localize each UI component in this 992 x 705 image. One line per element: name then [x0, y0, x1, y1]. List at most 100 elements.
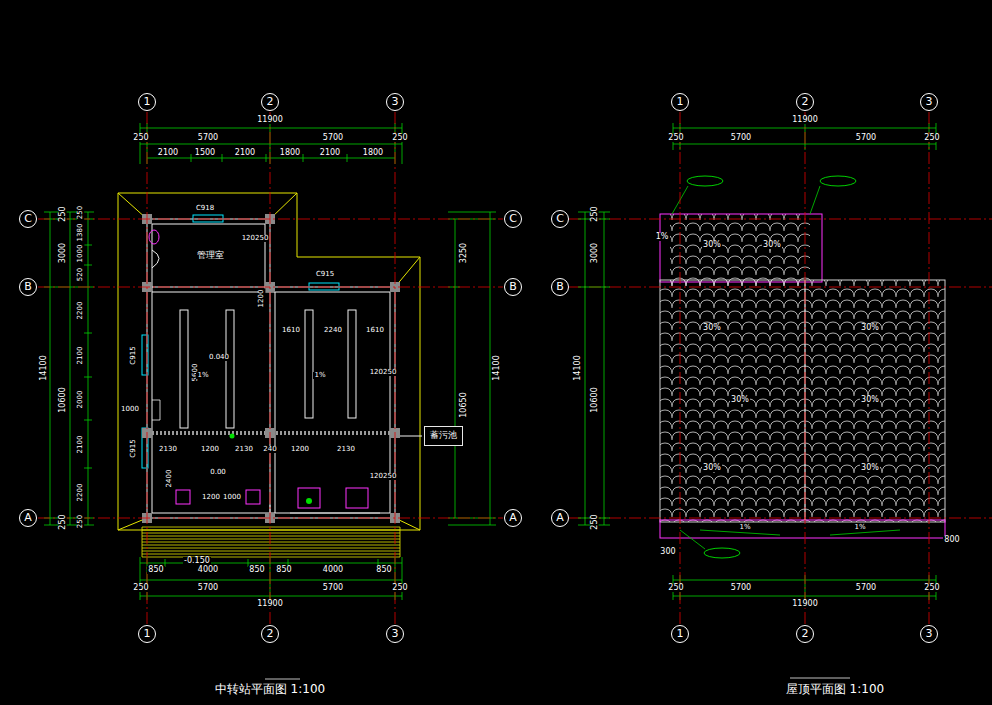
node-text: C [24, 213, 32, 225]
dimension-label: 30% [762, 241, 782, 249]
dimension-label: 1200 [201, 494, 221, 501]
dimension-label: 2100 [77, 434, 84, 454]
dimension-label: 30% [702, 464, 722, 472]
dimension-label: C915 [130, 345, 137, 365]
axis-grid-line [38, 287, 503, 288]
node-text: A [556, 512, 564, 524]
grid-axis-bubble: C [19, 210, 37, 228]
upper-roof-edge [660, 214, 822, 282]
node-text: 蓄污池 [430, 431, 457, 441]
dimension-label: 240 [262, 446, 277, 453]
dimension-label: 30% [860, 396, 880, 404]
dimension-label: C915 [130, 438, 137, 458]
dimension-label: 2200 [77, 300, 84, 320]
drain-dot [230, 434, 235, 439]
dimension-label: 2100 [157, 149, 179, 157]
dimension-label: 3000 [591, 242, 599, 264]
entrance-steps [142, 527, 400, 557]
dimension-label: 2200 [77, 482, 84, 502]
dimension-label: 1380 [77, 222, 84, 242]
dimension-label: 1800 [279, 149, 301, 157]
dimension-label: 1200 [290, 446, 310, 453]
dimension-label: 14100 [574, 354, 582, 381]
dimension-label: 850 [248, 566, 265, 574]
grid-axis-bubble: B [504, 278, 522, 296]
urinal-partition [305, 310, 313, 418]
eave-outline [118, 193, 420, 530]
dimension-label: 1610 [281, 327, 301, 334]
node-text: B [509, 281, 517, 293]
main-roof [660, 280, 945, 522]
eave-hip-lines [118, 193, 420, 530]
leader-lines [672, 186, 900, 549]
drawing-caption: 中转站平面图 1:100 [214, 683, 326, 695]
grid-axis-bubble: 1 [138, 93, 156, 111]
caption-underline [265, 678, 850, 679]
node-text: C [509, 213, 517, 225]
node-text: 3 [926, 628, 933, 640]
dimension-label: 1% [738, 524, 751, 531]
dimension-label: 5700 [855, 134, 877, 142]
dimension-label: 30% [730, 396, 750, 404]
dimension-label: 30% [860, 464, 880, 472]
dimension-label: 1000 [120, 406, 140, 413]
dimension-label: 11900 [791, 600, 818, 608]
dimension-label: 1610 [365, 327, 385, 334]
node-text: A [509, 512, 517, 524]
dimension-label: 250 [667, 134, 684, 142]
node-text: A [24, 512, 32, 524]
dimension-label: 30% [860, 324, 880, 332]
drain-dot [306, 498, 312, 504]
dimension-label: 5700 [730, 134, 752, 142]
node-text: C [556, 213, 564, 225]
dimension-label: 14100 [40, 354, 48, 381]
dimension-label: 250 [391, 584, 408, 592]
node-text: 1 [677, 628, 684, 640]
dimension-label: 1800 [362, 149, 384, 157]
dimension-label: 5700 [322, 584, 344, 592]
dimension-label: 250 [391, 134, 408, 142]
dimension-label: 250 [59, 513, 67, 530]
urinal-partition [226, 310, 234, 428]
dimension-label: 250 [59, 205, 67, 222]
grid-axis-bubble: 2 [261, 625, 279, 643]
dimension-label: 1500 [194, 149, 216, 157]
dimension-label: 120250 [241, 235, 270, 242]
walls [147, 219, 395, 518]
dimension-label: 10600 [59, 386, 67, 413]
axis-grid-line [38, 219, 503, 220]
callout-tag [820, 176, 856, 186]
node-text: 1 [144, 628, 151, 640]
dimension-label: 14100 [493, 354, 501, 381]
dimension-label: 3000 [59, 242, 67, 264]
dimension-label: 250 [78, 513, 85, 528]
grid-lines [569, 219, 992, 518]
dimension-label: C915 [315, 271, 335, 278]
door-swing [152, 250, 159, 268]
dimension-label: 2130 [336, 446, 356, 453]
grid-axis-bubble: 2 [796, 93, 814, 111]
dimension-label: 800 [943, 536, 960, 544]
roof-tiles [670, 214, 810, 286]
dimension-label: 1% [655, 233, 670, 241]
node-text: 2 [802, 628, 809, 640]
dimension-label: 850 [375, 566, 392, 574]
dimension-label: 520 [78, 266, 85, 281]
dimension-label: 250 [132, 584, 149, 592]
tank-box: 蓄污池 [424, 426, 463, 446]
dimension-label: 300 [659, 548, 676, 556]
dimension-label: 2100 [319, 149, 341, 157]
grid-axis-bubble: C [504, 210, 522, 228]
grid-axis-bubble: C [551, 210, 569, 228]
dimension-label: 250 [667, 584, 684, 592]
dimension-label: 3250 [460, 242, 468, 264]
dimension-label: 250 [923, 584, 940, 592]
dimension-label: 5700 [855, 584, 877, 592]
squat-toilet [246, 490, 260, 504]
axis-grid-line [270, 112, 271, 624]
axis-grid-line [805, 112, 806, 624]
dimension-label: 1% [313, 372, 326, 379]
dimension-label: 30% [702, 324, 722, 332]
drawing-caption: 屋顶平面图 1:100 [785, 683, 885, 695]
dimension-label: 850 [147, 566, 164, 574]
